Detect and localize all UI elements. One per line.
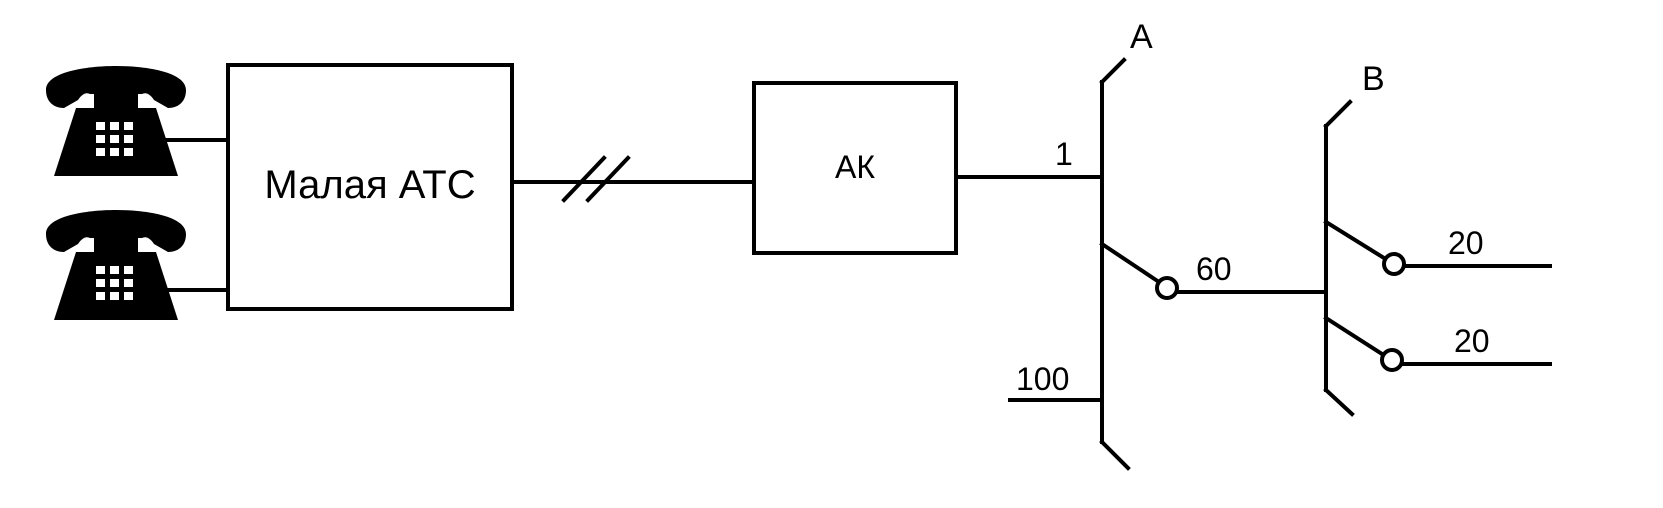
switch-a-bottom-tick bbox=[1099, 439, 1131, 471]
telephone-icon bbox=[46, 210, 186, 320]
ak-box bbox=[752, 81, 958, 255]
switch-b-lower-contact bbox=[1380, 348, 1404, 372]
pbx-label: Малая АТС bbox=[264, 163, 475, 207]
switch-a-contact-arm bbox=[1099, 241, 1159, 283]
switch-b-lower-arm bbox=[1323, 315, 1385, 357]
trunk-hash-mark bbox=[585, 155, 631, 203]
switch-a-total-label: 100 bbox=[1016, 361, 1069, 397]
switch-b-lower-output-label: 20 bbox=[1454, 323, 1490, 359]
switch-a-label: A bbox=[1130, 18, 1153, 56]
switch-b-label: B bbox=[1362, 60, 1385, 98]
switch-a-output-label: 60 bbox=[1196, 251, 1232, 287]
switch-b-upper-contact bbox=[1382, 252, 1406, 276]
switch-a-contact bbox=[1155, 276, 1179, 300]
pbx-box bbox=[226, 63, 514, 311]
switch-b-top-tick bbox=[1323, 99, 1353, 129]
switch-a-top-tick bbox=[1099, 57, 1127, 85]
ak-label: АК bbox=[835, 149, 875, 185]
telephone-icon bbox=[46, 66, 186, 176]
switch-b-bottom-tick bbox=[1323, 387, 1355, 417]
trunk-hash-mark bbox=[561, 155, 607, 203]
switch-b-upper-output-label: 20 bbox=[1448, 225, 1484, 261]
switch-b-upper-arm bbox=[1323, 219, 1387, 261]
switch-a-input-label: 1 bbox=[1055, 136, 1073, 172]
